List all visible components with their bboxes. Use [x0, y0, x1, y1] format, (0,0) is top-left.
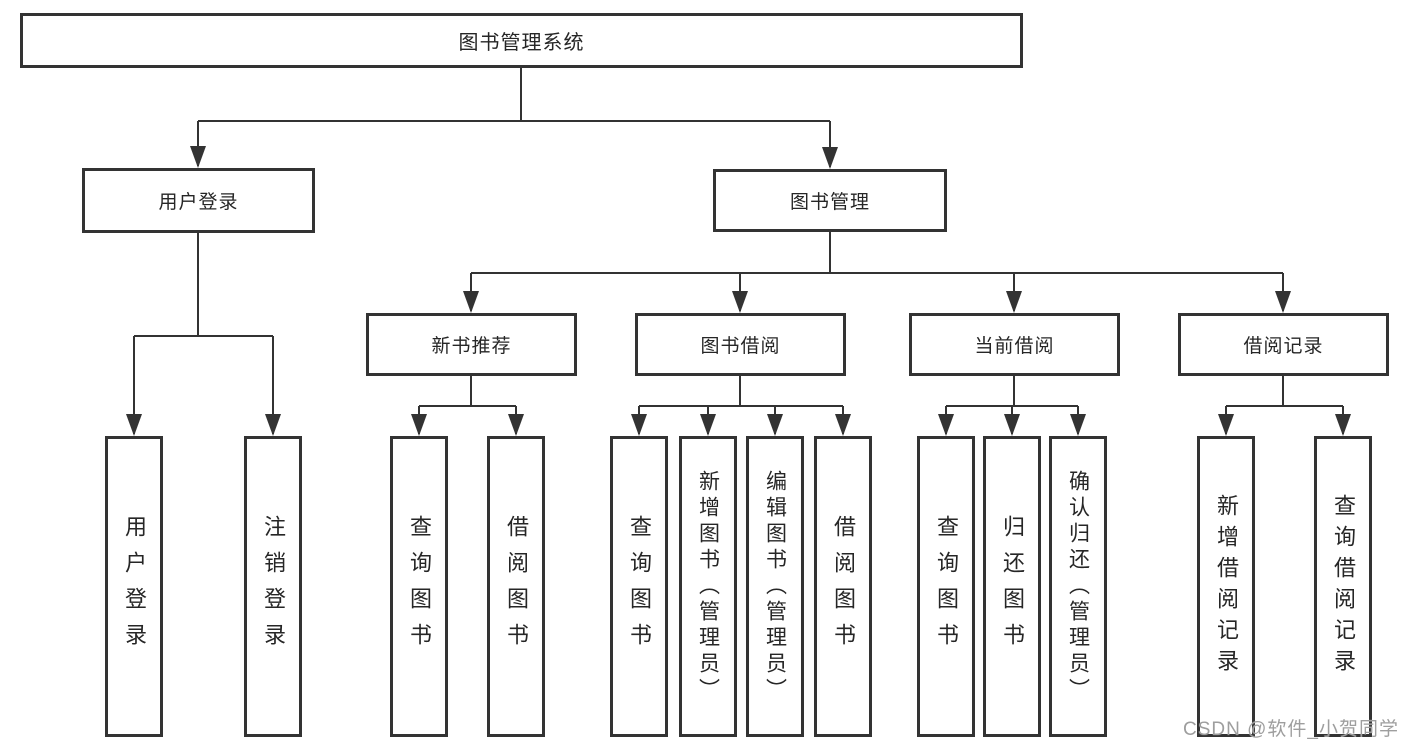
leaf-bb-add-books-admin: 新增图书（管理员）: [679, 436, 737, 737]
leaf-logout-label: 注销登录: [261, 514, 286, 659]
leaf-cb-query-books-label: 查询图书: [934, 514, 959, 659]
node-new-book-recommend: 新书推荐: [366, 313, 577, 376]
leaf-br-add-record-label: 新增借阅记录: [1214, 493, 1239, 680]
leaf-cb-confirm-return-admin-label: 确认归还（管理员）: [1066, 469, 1090, 704]
leaf-bb-add-books-admin-label: 新增图书（管理员）: [696, 469, 720, 704]
node-book-management-label: 图书管理: [789, 192, 870, 213]
node-root-label: 图书管理系统: [458, 32, 585, 54]
leaf-bb-query-books-label: 查询图书: [627, 514, 652, 659]
leaf-nb-borrow-books-label: 借阅图书: [504, 514, 529, 659]
leaf-br-add-record: 新增借阅记录: [1197, 436, 1255, 737]
leaf-user-login-label: 用户登录: [122, 514, 147, 659]
leaf-bb-borrow-books-label: 借阅图书: [831, 514, 856, 659]
leaf-logout: 注销登录: [244, 436, 302, 737]
leaf-cb-query-books: 查询图书: [917, 436, 975, 737]
node-book-management: 图书管理: [713, 169, 947, 232]
node-new-book-recommend-label: 新书推荐: [431, 336, 512, 357]
arrowheads: [126, 146, 1351, 436]
leaf-nb-query-books: 查询图书: [390, 436, 448, 737]
leaf-bb-query-books: 查询图书: [610, 436, 668, 737]
node-current-borrowing: 当前借阅: [909, 313, 1120, 376]
leaf-bb-edit-books-admin-label: 编辑图书（管理员）: [763, 469, 787, 704]
leaf-cb-return-books-label: 归还图书: [1000, 514, 1025, 659]
leaf-cb-confirm-return-admin: 确认归还（管理员）: [1049, 436, 1107, 737]
node-book-borrowing: 图书借阅: [635, 313, 846, 376]
node-user-login-label: 用户登录: [158, 192, 239, 213]
node-root: 图书管理系统: [20, 13, 1023, 68]
leaf-nb-query-books-label: 查询图书: [407, 514, 432, 659]
node-book-borrowing-label: 图书借阅: [700, 336, 781, 357]
leaf-br-query-record: 查询借阅记录: [1314, 436, 1372, 737]
leaf-user-login: 用户登录: [105, 436, 163, 737]
csdn-watermark: CSDN @软件_小贺同学: [1183, 719, 1399, 740]
tree-edges: [133, 68, 1344, 434]
leaf-nb-borrow-books: 借阅图书: [487, 436, 545, 737]
leaf-cb-return-books: 归还图书: [983, 436, 1041, 737]
leaf-bb-borrow-books: 借阅图书: [814, 436, 872, 737]
node-borrowing-records-label: 借阅记录: [1243, 336, 1324, 357]
leaf-bb-edit-books-admin: 编辑图书（管理员）: [746, 436, 804, 737]
node-borrowing-records: 借阅记录: [1178, 313, 1389, 376]
node-user-login: 用户登录: [82, 168, 315, 233]
node-current-borrowing-label: 当前借阅: [974, 336, 1055, 357]
leaf-br-query-record-label: 查询借阅记录: [1331, 493, 1356, 680]
